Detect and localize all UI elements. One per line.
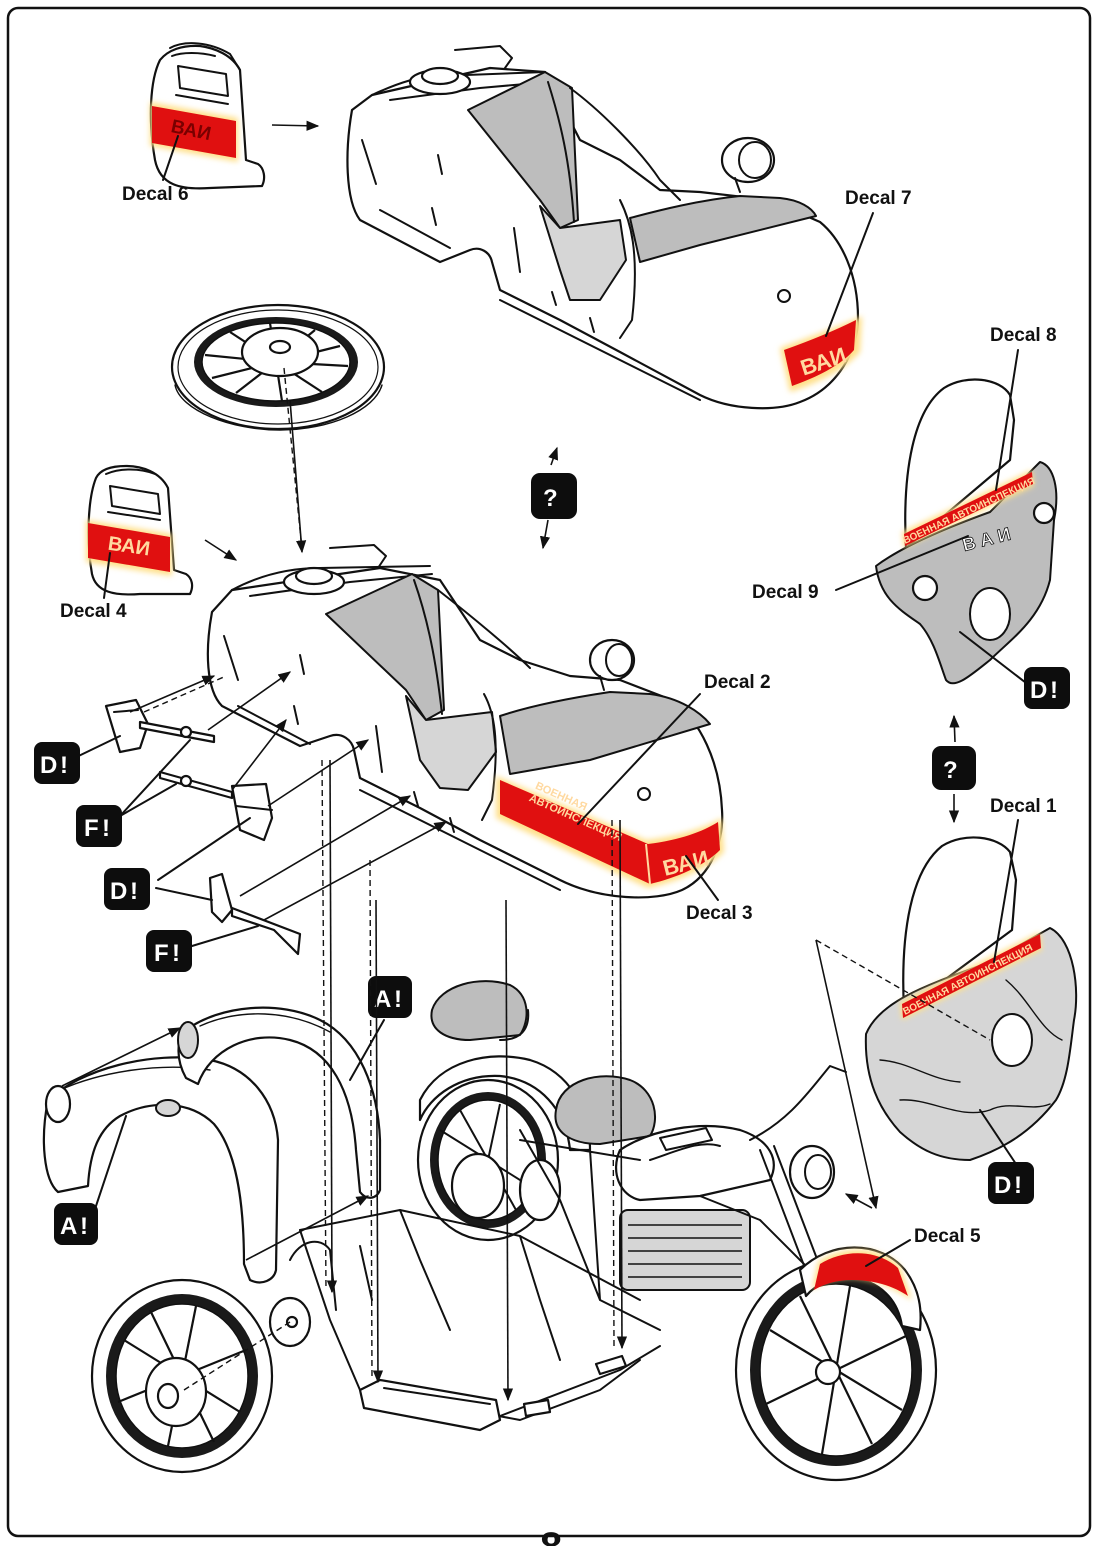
question-badge-right: ?	[932, 714, 976, 824]
decal-9-label: Decal 9	[752, 582, 819, 603]
svg-text:!: !	[80, 1213, 88, 1240]
decal-6-detail: ВАИ Decal 6	[122, 42, 320, 205]
svg-text:!: !	[394, 986, 402, 1013]
badge-f-2: F!	[146, 930, 192, 972]
svg-text:A: A	[374, 986, 391, 1013]
page-frame	[6, 6, 1092, 1538]
windshield-lower: ВОЕННАЯ АВТОИНСПЕКЦИЯ Decal 1	[815, 796, 1078, 1210]
svg-text:D: D	[994, 1172, 1011, 1199]
question-text-2: ?	[943, 757, 958, 784]
decal-3-label: Decal 3	[686, 903, 753, 924]
svg-text:D: D	[110, 878, 127, 905]
decal-4-detail: ВАИ Decal 4	[60, 464, 238, 622]
badge-a-2: A!	[54, 1203, 98, 1245]
svg-text:A: A	[60, 1213, 77, 1240]
badge-a-1: A!	[368, 976, 412, 1018]
svg-text:!: !	[172, 940, 180, 967]
svg-text:!: !	[1014, 1172, 1022, 1199]
motorcycle-chassis: Decal 5	[90, 759, 981, 1482]
svg-text:F: F	[84, 815, 99, 842]
decal-6-label: Decal 6	[122, 184, 189, 205]
decal-7-label: Decal 7	[845, 188, 912, 209]
decal-1-label: Decal 1	[990, 796, 1057, 817]
svg-text:!: !	[1050, 677, 1058, 704]
spare-wheel	[170, 303, 386, 554]
badge-d-3: D!	[1024, 667, 1070, 709]
sidecar-body-middle: ВОЕННАЯ АВТОИНСПЕКЦИЯ ВАИ Decal 2 Decal …	[206, 544, 771, 924]
sidecar-body-top: ВАИ Decal 7	[346, 45, 912, 410]
page-number: 8	[540, 1525, 562, 1546]
svg-text:D: D	[1030, 677, 1047, 704]
question-text-1: ?	[543, 485, 558, 512]
svg-text:!: !	[130, 878, 138, 905]
question-badge-top: ?	[531, 446, 577, 550]
badge-d-2: D!	[104, 868, 150, 910]
svg-text:!: !	[60, 752, 68, 779]
decal-4-label: Decal 4	[60, 601, 127, 622]
small-parts-group	[63, 671, 448, 956]
windshield-upper: ВОЕННАЯ АВТОИНСПЕКЦИЯ В А И Decal 8 Deca…	[752, 325, 1058, 687]
svg-text:!: !	[102, 815, 110, 842]
badge-d-1: D!	[34, 742, 80, 784]
decal-5-label: Decal 5	[914, 1226, 981, 1247]
fenders-group	[42, 1006, 385, 1284]
badge-f-1: F!	[76, 805, 122, 847]
badge-d-4: D!	[988, 1162, 1034, 1204]
svg-text:F: F	[154, 940, 169, 967]
svg-text:D: D	[40, 752, 57, 779]
decal-8-label: Decal 8	[990, 325, 1057, 346]
decal-2-label: Decal 2	[704, 672, 771, 693]
